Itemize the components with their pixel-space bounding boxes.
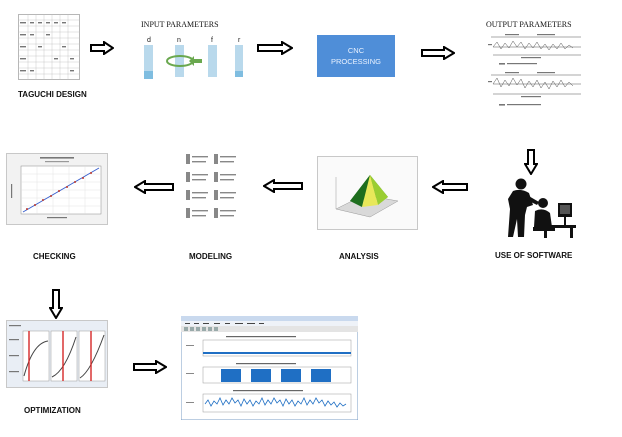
arrow-right-icon xyxy=(421,46,455,60)
arrow-left-icon xyxy=(134,180,174,194)
input-parameters-label: INPUT PARAMETERS xyxy=(141,20,219,29)
arrow-right-icon xyxy=(257,41,293,55)
arrow-left-icon xyxy=(432,180,468,194)
analysis-label: ANALYSIS xyxy=(339,252,379,261)
output-parameters-label: OUTPUT PARAMETERS xyxy=(486,20,572,29)
modeling-label: MODELING xyxy=(189,252,233,261)
taguchi-table-image xyxy=(18,14,80,80)
software-users-image xyxy=(500,175,576,238)
software-window-screenshot xyxy=(180,315,359,421)
taguchi-design-label: TAGUCHI DESIGN xyxy=(18,90,87,99)
symbol-f: f xyxy=(211,37,213,44)
arrow-left-icon xyxy=(263,179,303,193)
analysis-3d-surface-image xyxy=(317,156,418,230)
surface-roughness-profiles-image xyxy=(485,31,587,119)
optimization-label: OPTIMIZATION xyxy=(24,406,81,415)
input-parameters-image: d n f r xyxy=(134,31,250,83)
arrow-right-icon xyxy=(90,41,114,55)
normal-probability-plot-image xyxy=(6,153,108,225)
arrow-right-icon xyxy=(133,360,167,374)
processing-label: PROCESSING xyxy=(330,57,381,66)
arrow-down-icon xyxy=(524,149,538,175)
symbol-r: r xyxy=(238,37,241,44)
symbol-d: d xyxy=(147,37,151,44)
checking-label: CHECKING xyxy=(33,252,76,261)
optimization-plot-image xyxy=(6,320,108,388)
arrow-down-icon xyxy=(49,289,63,319)
use-of-software-label: USE OF SOFTWARE xyxy=(495,251,573,260)
cnc-processing-box: CNC PROCESSING xyxy=(317,35,395,77)
symbol-n: n xyxy=(177,37,181,44)
cnc-label: CNC xyxy=(347,46,365,55)
modeling-equations-image xyxy=(184,150,240,224)
